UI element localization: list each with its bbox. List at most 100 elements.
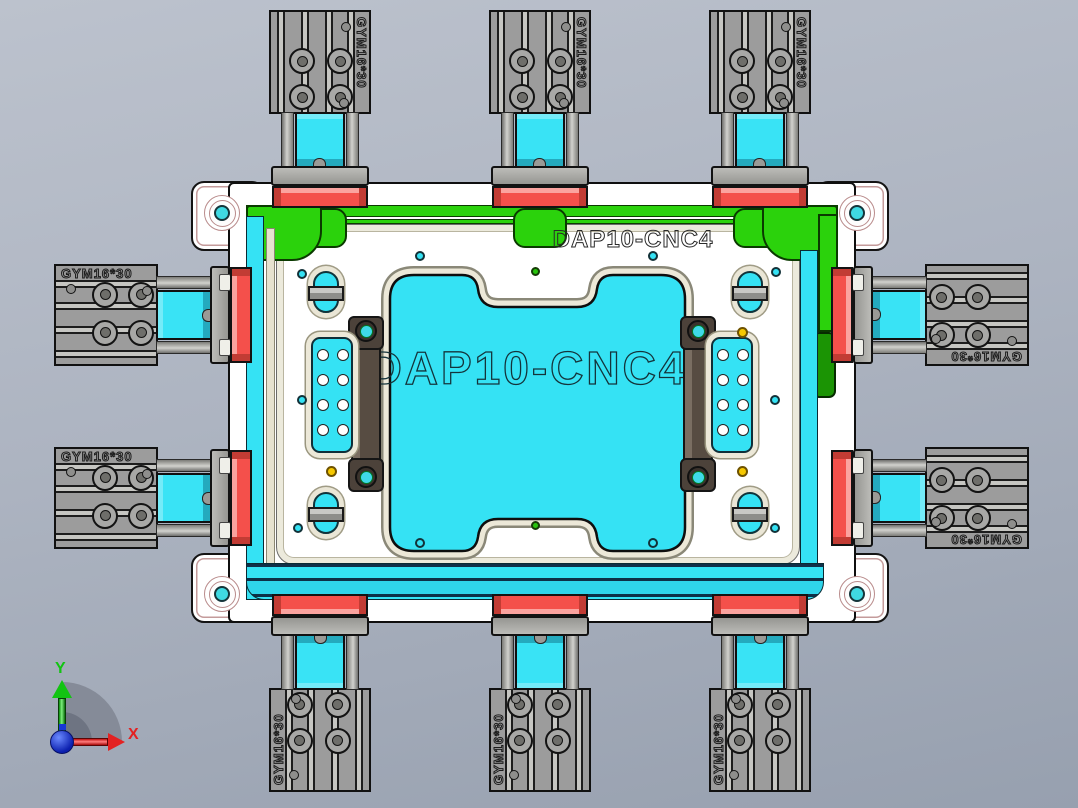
gasket-tab — [513, 208, 567, 248]
clamp-pad-red — [230, 267, 252, 363]
clamp-slot[interactable] — [732, 271, 768, 313]
cylinder-screw — [289, 770, 299, 780]
clamp-bar-left[interactable] — [348, 316, 384, 492]
cylinder-screw — [559, 98, 569, 108]
pneumatic-cylinder-bottom-1[interactable]: GYM16*30 — [262, 594, 378, 792]
mounting-bracket — [271, 166, 369, 186]
cylinder-boss — [545, 692, 571, 718]
pneumatic-cylinder-right-1[interactable]: GYM16*30 — [831, 257, 1029, 373]
cylinder-groove — [717, 12, 726, 112]
cylinder-model-label: GYM16*30 — [950, 532, 1023, 548]
vacuum-pad-right[interactable] — [711, 337, 753, 453]
cylinder-body: GYM16*30 — [489, 688, 591, 792]
cylinder-boss — [965, 467, 991, 493]
dowel-hole — [770, 395, 780, 405]
clamp-slot[interactable] — [732, 492, 768, 534]
pneumatic-cylinder-bottom-3[interactable]: GYM16*30 — [702, 594, 818, 792]
cylinder-groove — [56, 349, 156, 358]
cylinder-boss — [92, 465, 118, 491]
workpiece-plate[interactable] — [388, 273, 687, 553]
clamp-bar-bolt — [355, 320, 377, 342]
vacuum-pad-left[interactable] — [311, 337, 353, 453]
cylinder-body: GYM16*30 — [269, 688, 371, 792]
clamp-pad-red — [712, 594, 808, 616]
pneumatic-cylinder-top-2[interactable]: GYM16*30 — [482, 10, 598, 208]
cylinder-groove — [574, 690, 583, 790]
slot-clamp-block — [308, 286, 344, 301]
bolt-hole-core — [849, 586, 865, 602]
bolt-hole-core — [214, 205, 230, 221]
cylinder-boss — [929, 284, 955, 310]
cylinder-model-label: GYM16*30 — [61, 266, 134, 282]
locator-pin-yellow — [737, 466, 748, 477]
cylinder-body: GYM16*30 — [54, 264, 158, 366]
cylinder-boss — [507, 728, 533, 754]
dowel-hole — [771, 267, 781, 277]
cylinder-boss — [128, 282, 154, 308]
cylinder-screw — [339, 98, 349, 108]
cylinder-screw — [66, 467, 76, 477]
y-axis-arrowhead — [52, 680, 72, 698]
cylinder-screw — [511, 694, 521, 704]
clamp-slot[interactable] — [308, 271, 344, 313]
cylinder-boss — [128, 465, 154, 491]
cylinder-boss — [545, 728, 571, 754]
cylinder-body: GYM16*30 — [269, 10, 371, 114]
clamp-pad-red — [712, 186, 808, 208]
cylinder-boss — [767, 48, 793, 74]
cylinder-boss — [128, 320, 154, 346]
pneumatic-cylinder-left-2[interactable]: GYM16*30 — [54, 440, 252, 556]
cylinder-boss — [765, 692, 791, 718]
mounting-bracket — [711, 166, 809, 186]
clamp-pad-red — [831, 267, 853, 363]
locator-pin-yellow — [326, 466, 337, 477]
cylinder-boss — [509, 48, 535, 74]
workpiece-layer[interactable]: DAP10-CNC4 DAP10-CNC4 — [270, 218, 815, 578]
clamp-bar-bolt — [687, 466, 709, 488]
rod-end-cap — [852, 457, 864, 474]
cylinder-boss — [289, 48, 315, 74]
pneumatic-cylinder-bottom-2[interactable]: GYM16*30 — [482, 594, 598, 792]
cylinder-screw — [1007, 336, 1017, 346]
cylinder-boss — [128, 503, 154, 529]
cylinder-screw — [1007, 519, 1017, 529]
cylinder-body: GYM16*30 — [709, 688, 811, 792]
cylinder-boss — [509, 84, 535, 110]
pneumatic-cylinder-left-1[interactable]: GYM16*30 — [54, 257, 252, 373]
cylinder-boss — [965, 322, 991, 348]
mounting-bracket — [711, 616, 809, 636]
origin-ball[interactable] — [50, 730, 74, 754]
dowel-hole — [648, 251, 658, 261]
cylinder-model-label: GYM16*30 — [950, 349, 1023, 365]
cylinder-boss — [287, 728, 313, 754]
slot-clamp-block — [732, 507, 768, 522]
cylinder-screw — [931, 517, 941, 527]
bolt-hole-core — [849, 205, 865, 221]
seal-pin-green — [531, 521, 540, 530]
bolt-hole-core — [214, 586, 230, 602]
slot-clamp-block — [732, 286, 768, 301]
cylinder-boss — [929, 467, 955, 493]
rod-end-cap — [852, 274, 864, 291]
pneumatic-cylinder-right-2[interactable]: GYM16*30 — [831, 440, 1029, 556]
cylinder-screw — [341, 22, 351, 32]
dowel-hole — [297, 395, 307, 405]
dowel-hole — [770, 523, 780, 533]
cylinder-model-label: GYM16*30 — [794, 17, 810, 90]
corner-bolt-hole — [204, 195, 240, 231]
cylinder-boss — [325, 728, 351, 754]
cylinder-boss — [547, 48, 573, 74]
clamp-bar-right[interactable] — [680, 316, 716, 492]
cylinder-body: GYM16*30 — [925, 264, 1029, 366]
pneumatic-cylinder-top-3[interactable]: GYM16*30 — [702, 10, 818, 208]
clamp-slot[interactable] — [308, 492, 344, 534]
dowel-hole — [648, 538, 658, 548]
cylinder-screw — [142, 469, 152, 479]
cylinder-groove — [927, 455, 1027, 464]
cylinder-screw — [931, 334, 941, 344]
cylinder-boss — [965, 284, 991, 310]
pneumatic-cylinder-top-1[interactable]: GYM16*30 — [262, 10, 378, 208]
dowel-hole — [297, 269, 307, 279]
rod-end-cap — [852, 339, 864, 356]
cylinder-body: GYM16*30 — [489, 10, 591, 114]
